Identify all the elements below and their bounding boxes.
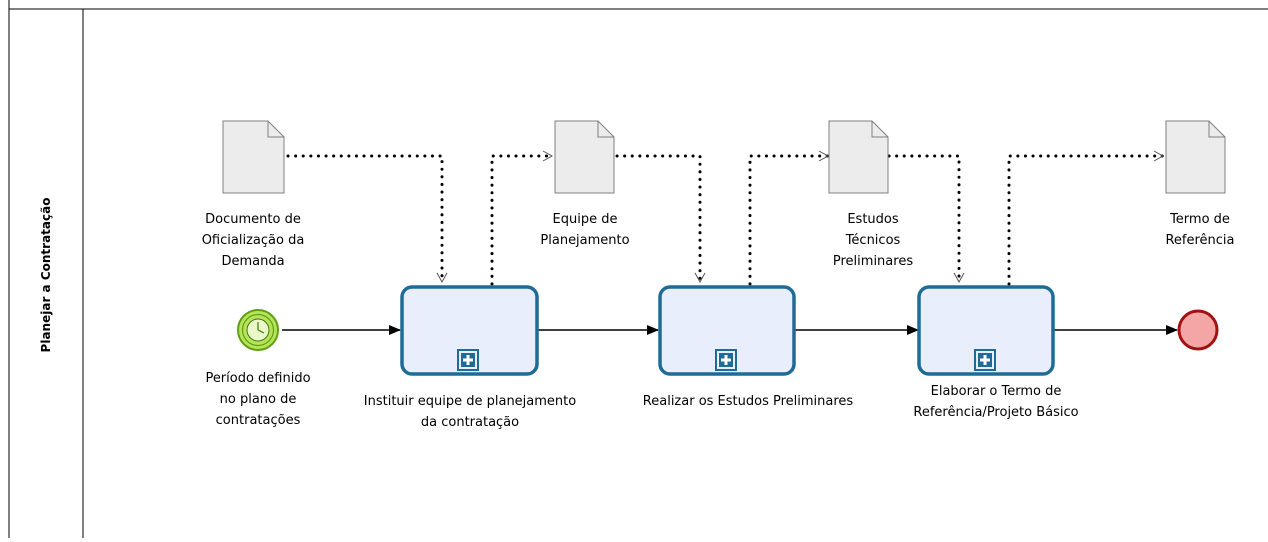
data-associations [286,150,1165,286]
pool-header: Planejar a Contratação [0,0,83,538]
lane-label: Planejar a Contratação [39,197,53,353]
data-object-1[interactable] [222,120,285,194]
association-task2-to-doc3[interactable] [748,150,830,286]
subprocess-1[interactable] [400,285,539,376]
start-event-label: Período definido no plano de contrataçõe… [205,371,311,428]
end-event[interactable] [1177,309,1219,351]
data-object-label: Termo de Referência [1165,212,1235,248]
data-object-label: Equipe de Planejamento [540,212,630,248]
pool [8,0,1268,538]
association-doc3-to-task3[interactable] [887,154,965,284]
association-doc2-to-task2[interactable] [615,154,706,284]
data-object-2[interactable] [554,120,615,194]
association-task1-to-doc2[interactable] [490,150,554,286]
data-object-label: Estudos Técnicos Preliminares [832,212,914,269]
subprocess-label: Realizar os Estudos Preliminares [642,394,854,409]
timer-icon [246,318,270,342]
expand-icon[interactable] [457,349,479,371]
subprocess-label: Elaborar o Termo de Referência/Projeto B… [913,384,1079,420]
data-object-label: Documento de Oficialização da Demanda [201,212,305,269]
data-object-4[interactable] [1165,120,1226,194]
start-event[interactable] [237,309,279,351]
expand-icon[interactable] [715,349,737,371]
data-object-3[interactable] [828,120,889,194]
subprocess-2[interactable] [658,285,796,376]
association-task3-to-doc4[interactable] [1007,150,1165,286]
subprocess-3[interactable] [917,285,1055,376]
expand-icon[interactable] [974,349,996,371]
subprocess-label: Instituir equipe de planejamento da cont… [363,394,577,430]
